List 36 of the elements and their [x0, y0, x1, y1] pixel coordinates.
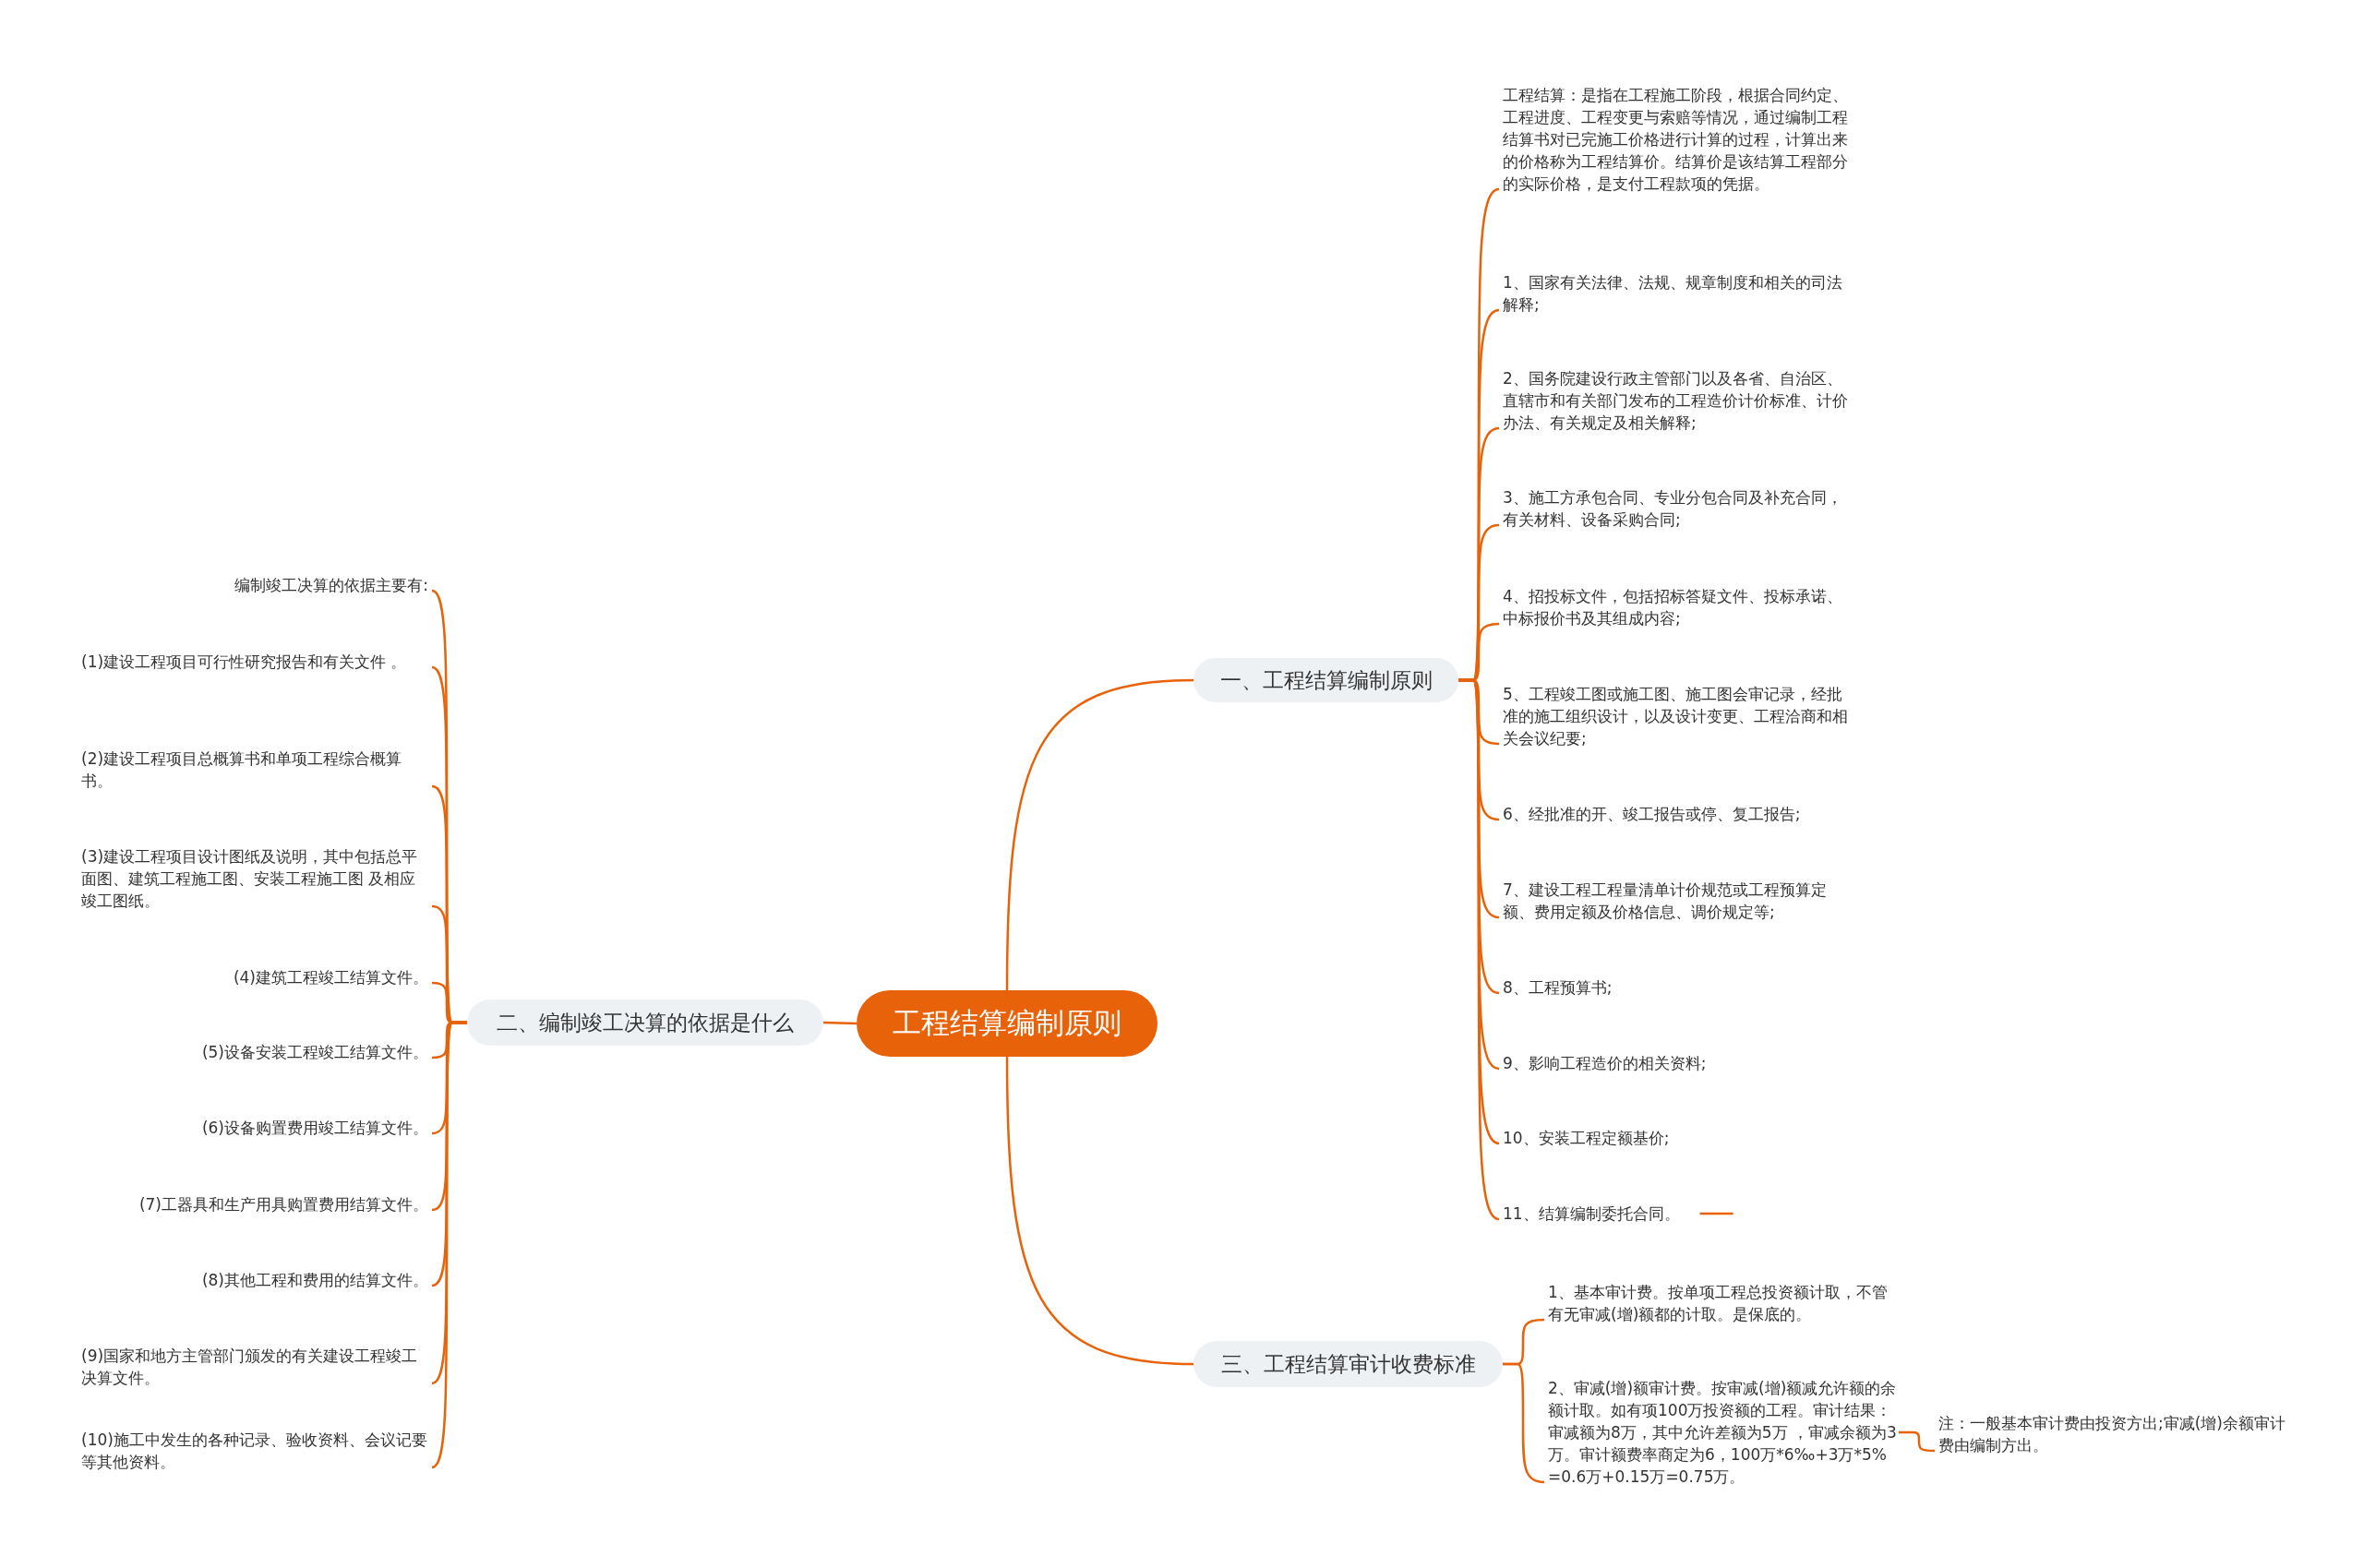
- topic-text: 工程结算：是指在工程施工阶段，根据合同约定、工程进度、工程变更与索赔等情况，通过编制工程结算书对已完施工价格进行计算的过程，计算出来的价格称为工程结算价。结算价是该结算工程部分的实际价格，是支付工程款项的凭据。: [1503, 84, 1853, 195]
- central-topic: 工程结算编制原则: [857, 990, 1158, 1057]
- topic-text: 7、建设工程工程量清单计价规范或工程预算定额、费用定额及价格信息、调价规定等;: [1503, 879, 1853, 923]
- topic-text: 8、工程预算书;: [1503, 976, 1853, 999]
- topic-text: 10、安装工程定额基价;: [1503, 1127, 1853, 1149]
- topic-text: 5、工程竣工图或施工图、施工图会审记录，经批准的施工组织设计，以及设计变更、工程洽商和相关会议纪要;: [1503, 683, 1853, 749]
- connector-line: [1005, 1057, 1194, 1366]
- topic-text: 注：一般基本审计费由投资方出;审减(增)余额审计费由编制方出。: [1938, 1412, 2289, 1456]
- branch-topic: 三、工程结算审计收费标准: [1193, 1341, 1503, 1387]
- topic-text: 1、基本审计费。按单项工程总投资额计取，不管有无审减(增)额都的计取。是保底的。: [1548, 1281, 1899, 1325]
- branch-topic: 二、编制竣工决算的依据是什么: [467, 999, 823, 1046]
- connector-line: [1899, 1430, 1936, 1453]
- topic-text: (9)国家和地方主管部门颁发的有关建设工程竣工决算文件。: [81, 1345, 428, 1389]
- topic-text: 4、招投标文件，包括招标答疑文件、投标承诺、中标报价书及其组成内容;: [1503, 585, 1853, 629]
- connector-line: [1503, 1362, 1545, 1484]
- topic-text: (2)建设工程项目总概算书和单项工程综合概算书。: [81, 748, 428, 792]
- topic-text: (5)设备安装工程竣工结算文件。: [78, 1041, 428, 1063]
- branch-topic: 一、工程结算编制原则: [1193, 658, 1458, 702]
- topic-text: 1、国家有关法律、法规、规章制度和相关的司法解释;: [1503, 271, 1853, 316]
- connector-line: [1005, 678, 1194, 990]
- topic-text: (8)其他工程和费用的结算文件。: [78, 1269, 428, 1291]
- topic-text: (1)建设工程项目可行性研究报告和有关文件 。: [81, 651, 428, 673]
- connector-line: [1699, 1212, 1733, 1215]
- topic-text: 3、施工方承包合同、专业分包合同及补充合同，有关材料、设备采购合同;: [1503, 486, 1853, 531]
- topic-text: 6、经批准的开、竣工报告或停、复工报告;: [1503, 803, 1853, 825]
- topic-text: 11、结算编制委托合同。: [1503, 1203, 1706, 1225]
- topic-text: 2、审减(增)额审计费。按审减(增)额减允许额的余额计取。如有项100万投资额的工程。审计结果：审减额为8万，其中允许差额为5万 ，审减余额为3万。审计额费率商定为6，100万*6‰+3万*5%=0.6万+0.15万=0.75万。: [1548, 1377, 1899, 1488]
- topic-text: (6)设备购置费用竣工结算文件。: [78, 1117, 428, 1139]
- topic-text: 2、国务院建设行政主管部门以及各省、自治区、直辖市和有关部门发布的工程造价计价标准、计价办法、有关规定及相关解释;: [1503, 367, 1853, 434]
- topic-text: (10)施工中发生的各种记录、验收资料、会议记要等其他资料。: [81, 1429, 428, 1473]
- topic-text: 编制竣工决算的依据主要有:: [78, 574, 428, 596]
- topic-text: 9、影响工程造价的相关资料;: [1503, 1052, 1853, 1074]
- topic-text: (3)建设工程项目设计图纸及说明，其中包括总平面图、建筑工程施工图、安装工程施工图 及相应竣工图纸。: [81, 845, 428, 912]
- connector-line: [822, 1021, 858, 1025]
- topic-text: (7)工器具和生产用具购置费用结算文件。: [78, 1193, 428, 1215]
- topic-text: (4)建筑工程竣工结算文件。: [78, 966, 428, 988]
